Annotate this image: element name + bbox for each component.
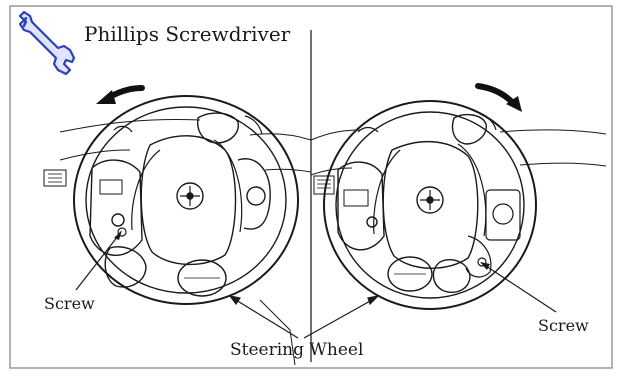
screw-label-left: Screw bbox=[44, 294, 95, 313]
steering-wheel-leaders bbox=[230, 296, 378, 338]
figure-title: Phillips Screwdriver bbox=[84, 22, 290, 46]
screw-label-right: Screw bbox=[538, 316, 589, 335]
right-steering-wheel bbox=[311, 101, 606, 309]
wrench-icon bbox=[20, 12, 74, 74]
steering-wheel-label: Steering Wheel bbox=[230, 340, 363, 360]
rotate-right-arrow bbox=[478, 86, 522, 112]
left-screw-leader bbox=[76, 228, 126, 290]
rotate-left-arrow bbox=[96, 88, 142, 104]
left-steering-wheel bbox=[44, 96, 311, 365]
